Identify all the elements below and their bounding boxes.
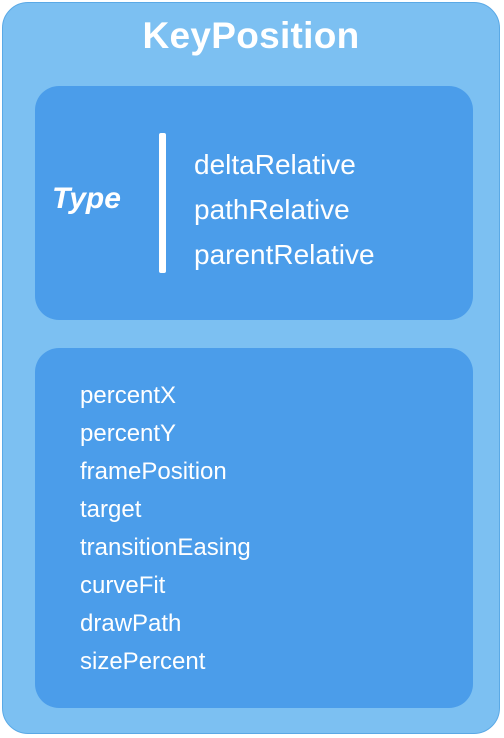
property-target: target: [80, 496, 142, 523]
type-panel: Type deltaRelative pathRelative parentRe…: [35, 86, 473, 320]
type-value-path-relative: pathRelative: [194, 194, 350, 225]
type-values-list: deltaRelative pathRelative parentRelativ…: [194, 142, 375, 277]
property-transition-easing: transitionEasing: [80, 534, 251, 561]
property-percent-x: percentX: [80, 382, 177, 409]
property-frame-position: framePosition: [80, 458, 227, 485]
property-curve-fit: curveFit: [80, 572, 166, 599]
property-draw-path: drawPath: [80, 610, 182, 637]
card-title: KeyPosition: [142, 15, 360, 56]
type-divider: [159, 133, 166, 273]
properties-panel: percentX percentY framePosition target t…: [35, 348, 473, 708]
property-size-percent: sizePercent: [80, 648, 206, 675]
property-percent-y: percentY: [80, 420, 177, 447]
type-label: Type: [52, 182, 121, 215]
type-value-delta-relative: deltaRelative: [194, 149, 356, 180]
type-value-parent-relative: parentRelative: [194, 239, 375, 270]
properties-list: percentX percentY framePosition target t…: [80, 377, 251, 681]
